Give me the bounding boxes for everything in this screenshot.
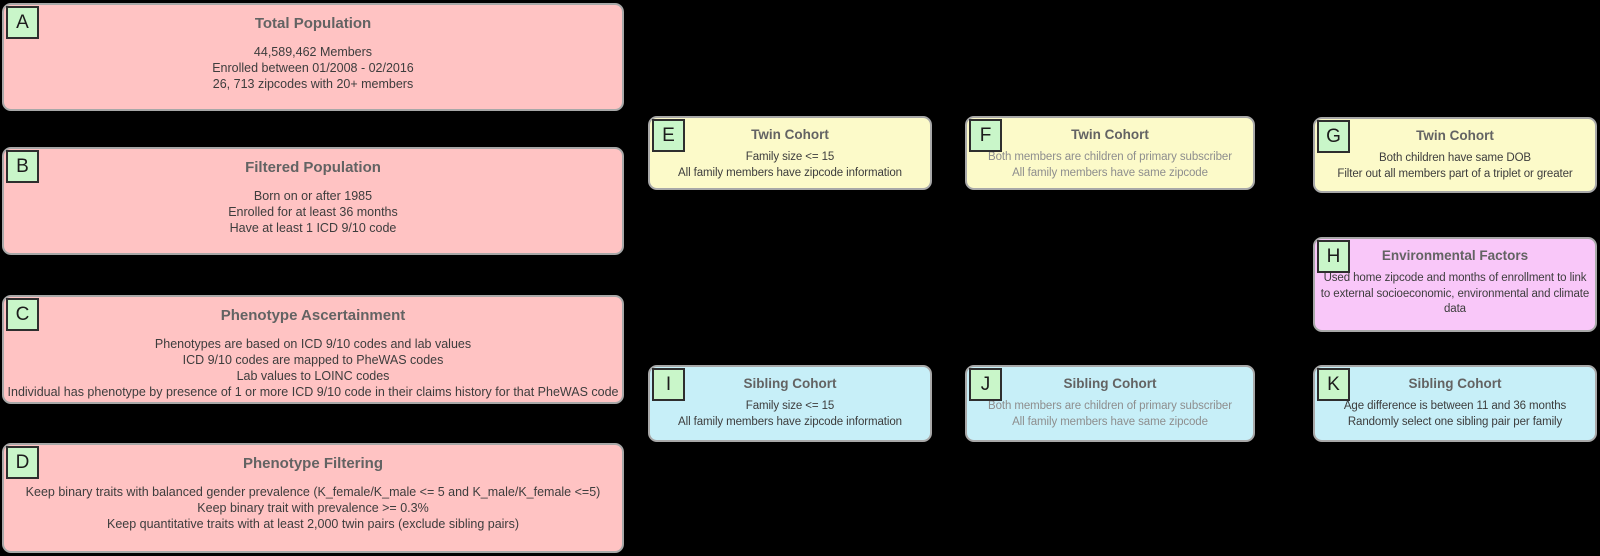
box-line: 26, 713 zipcodes with 20+ members (212, 77, 414, 91)
box-sibling-cohort-k: K Sibling Cohort Age difference is betwe… (1313, 365, 1597, 442)
box-phenotype-ascertainment: C Phenotype Ascertainment Phenotypes are… (2, 295, 624, 404)
box-body: Born on or after 1985 Enrolled for at le… (4, 188, 622, 236)
box-line: Both children have same DOB (1379, 152, 1531, 164)
box-line: Keep quantitative traits with at least 2… (106, 517, 520, 531)
box-line: Both members are children of primary sub… (988, 400, 1232, 412)
box-line: Enrolled between 01/2008 - 02/2016 (212, 61, 414, 75)
box-body: Used home zipcode and months of enrollme… (1315, 271, 1595, 318)
box-title: Total Population (254, 15, 372, 32)
box-phenotype-filtering: D Phenotype Filtering Keep binary traits… (2, 443, 624, 553)
box-line: Lab values to LOINC codes (236, 369, 390, 383)
box-environmental-factors: H Environmental Factors Used home zipcod… (1313, 237, 1597, 332)
step-label-badge: J (969, 368, 1002, 401)
box-twin-cohort-e: E Twin Cohort Family size <= 15 All fami… (648, 116, 932, 190)
box-line: 44,589,462 Members (253, 45, 373, 59)
box-line: Keep binary trait with prevalence >= 0.3… (197, 501, 429, 515)
box-line: Family size <= 15 (745, 400, 835, 412)
box-line: Have at least 1 ICD 9/10 code (229, 221, 397, 235)
step-label-badge: B (6, 150, 39, 183)
box-line: All family members have same zipcode (1012, 415, 1208, 428)
box-line: All family members have zipcode informat… (678, 415, 902, 428)
box-body: Keep binary traits with balanced gender … (4, 484, 622, 532)
box-title: Twin Cohort (1071, 127, 1149, 142)
box-twin-cohort-g: G Twin Cohort Both children have same DO… (1313, 117, 1597, 193)
box-line: Used home zipcode and months of enrollme… (1320, 272, 1590, 315)
box-body: Both children have same DOB Filter out a… (1315, 151, 1595, 182)
box-body: Both members are children of primary sub… (967, 150, 1253, 181)
box-line: Family size <= 15 (745, 151, 835, 163)
box-body: 44,589,462 Members Enrolled between 01/2… (4, 44, 622, 92)
step-label-badge: F (969, 119, 1002, 152)
box-title: Sibling Cohort (743, 376, 837, 391)
box-title: Environmental Factors (1381, 248, 1529, 263)
box-body: Family size <= 15 All family members hav… (650, 150, 930, 181)
box-twin-cohort-f: F Twin Cohort Both members are children … (965, 116, 1255, 190)
box-sibling-cohort-j: J Sibling Cohort Both members are childr… (965, 365, 1255, 442)
box-title: Filtered Population (245, 159, 381, 176)
box-line: Keep binary traits with balanced gender … (25, 485, 601, 499)
step-label-badge: H (1317, 240, 1350, 273)
box-body: Age difference is between 11 and 36 mont… (1315, 399, 1595, 430)
box-line: Both members are children of primary sub… (988, 151, 1232, 163)
box-line: All family members have same zipcode (1012, 166, 1208, 179)
box-filtered-population: B Filtered Population Born on or after 1… (2, 147, 624, 255)
box-line: Filter out all members part of a triplet… (1337, 167, 1573, 180)
step-label-badge: E (652, 119, 685, 152)
box-line: Born on or after 1985 (253, 189, 373, 203)
box-sibling-cohort-i: I Sibling Cohort Family size <= 15 All f… (648, 365, 932, 442)
box-line: ICD 9/10 codes are mapped to PheWAS code… (182, 353, 444, 367)
box-title: Sibling Cohort (1063, 376, 1157, 391)
box-line: Phenotypes are based on ICD 9/10 codes a… (154, 337, 472, 351)
box-title: Phenotype Ascertainment (220, 307, 406, 324)
step-label-badge: C (6, 298, 39, 331)
box-body: Family size <= 15 All family members hav… (650, 399, 930, 430)
step-label-badge: G (1317, 120, 1350, 153)
box-total-population: A Total Population 44,589,462 Members En… (2, 3, 624, 111)
step-label-badge: D (6, 446, 39, 479)
box-title: Twin Cohort (751, 127, 829, 142)
box-line: Age difference is between 11 and 36 mont… (1343, 400, 1567, 412)
step-label-badge: I (652, 368, 685, 401)
step-label-badge: A (6, 6, 39, 39)
box-line: Randomly select one sibling pair per fam… (1347, 415, 1563, 428)
box-body: Phenotypes are based on ICD 9/10 codes a… (4, 336, 622, 400)
box-line: Enrolled for at least 36 months (228, 205, 398, 219)
box-title: Sibling Cohort (1408, 376, 1502, 391)
box-line: All family members have zipcode informat… (678, 166, 902, 179)
box-title: Phenotype Filtering (242, 455, 383, 472)
box-line: Individual has phenotype by presence of … (7, 385, 619, 399)
box-body: Both members are children of primary sub… (967, 399, 1253, 430)
step-label-badge: K (1317, 368, 1350, 401)
box-title: Twin Cohort (1416, 128, 1494, 143)
